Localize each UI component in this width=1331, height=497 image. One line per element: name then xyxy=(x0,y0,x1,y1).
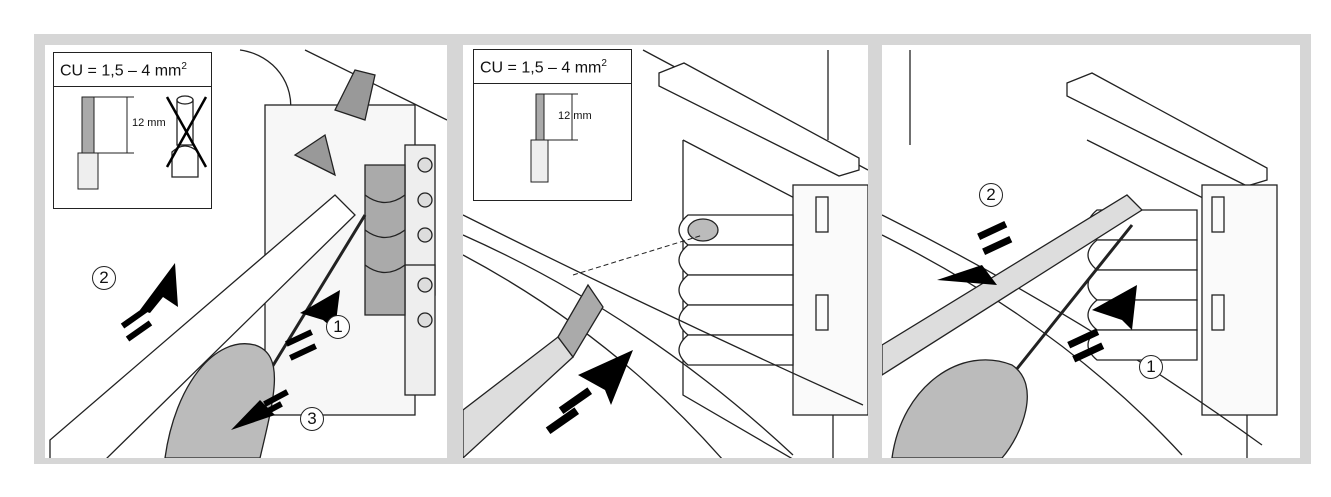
arrow-marks-3 xyxy=(937,220,1137,363)
conductor-size-label: CU = 1,5 – 4 mm2 xyxy=(54,53,211,88)
insert-arrow xyxy=(545,350,633,435)
conductor-size-text: CU = 1,5 – 4 mm xyxy=(60,62,182,80)
step-1-marker: 1 xyxy=(326,315,350,339)
strip-length-label-2: 12 mm xyxy=(558,110,592,123)
terminal-drawing-remove xyxy=(882,50,1278,458)
stripped-wire-icon-2 xyxy=(530,93,578,183)
terminal-drawing-insert xyxy=(463,49,868,458)
conductor-size-exponent: 2 xyxy=(181,61,187,72)
wire-spec-box: CU = 1,5 – 4 mm2 12 mm xyxy=(53,52,212,209)
wire-spec-box-2: CU = 1,5 – 4 mm2 12 mm xyxy=(473,49,632,201)
ferrule-not-allowed-icon xyxy=(165,95,208,178)
step-2-marker: 2 xyxy=(92,266,116,290)
stripped-wire-icon xyxy=(77,96,134,190)
strip-length-label: 12 mm xyxy=(132,117,166,130)
panel-remove-wire: 1 2 xyxy=(882,45,1300,458)
step-3-marker: 3 xyxy=(300,407,324,431)
step-2-marker-3: 2 xyxy=(979,183,1003,207)
terminal-drawing-release xyxy=(49,49,447,458)
conductor-size-text-2: CU = 1,5 – 4 mm xyxy=(480,59,602,77)
step-1-marker-3: 1 xyxy=(1139,355,1163,379)
panel-release-wire: CU = 1,5 – 4 mm2 12 mm 1 2 3 xyxy=(45,45,447,458)
conductor-size-exponent-2: 2 xyxy=(601,58,607,69)
panel-insert-wire: CU = 1,5 – 4 mm2 12 mm xyxy=(463,45,868,458)
conductor-size-label-2: CU = 1,5 – 4 mm2 xyxy=(474,50,631,85)
